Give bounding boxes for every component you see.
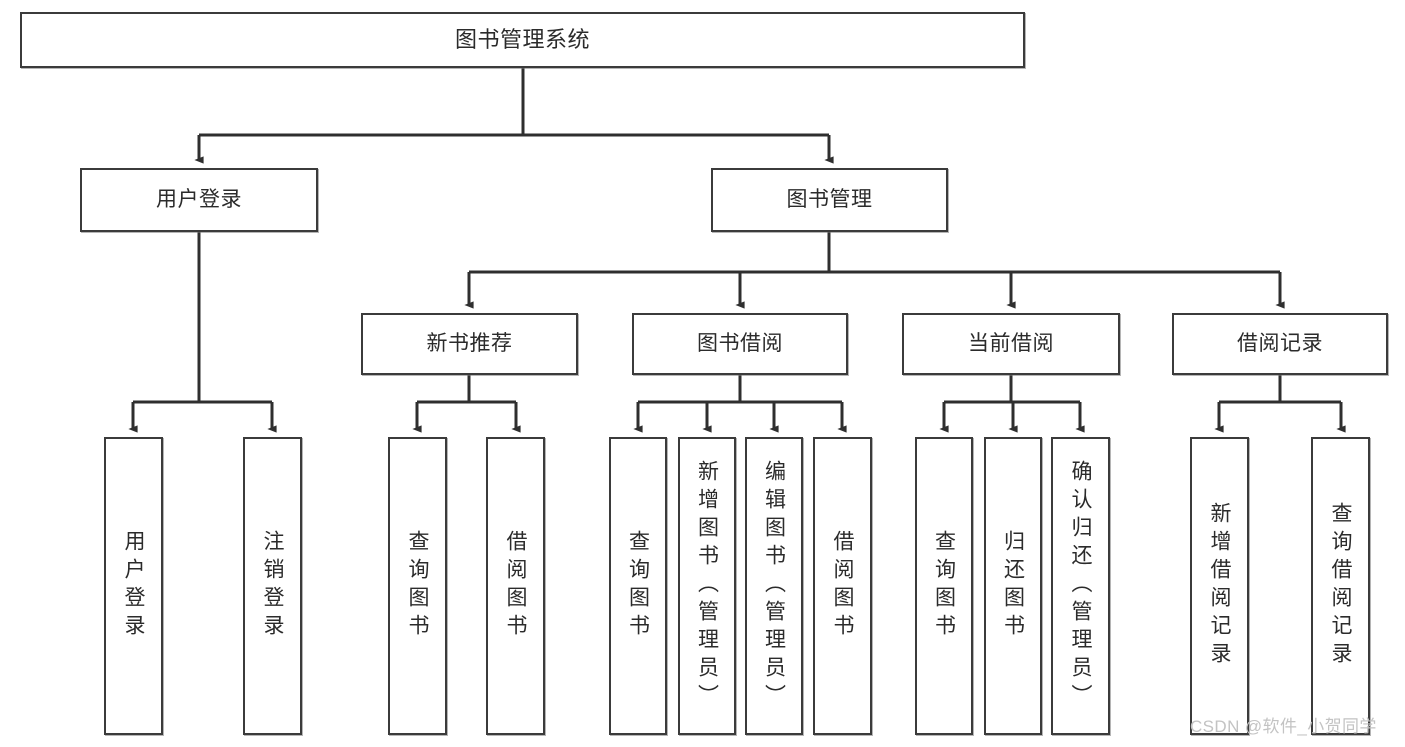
- node-label: 借阅图书: [831, 530, 854, 642]
- node-label: 用户登录: [156, 187, 242, 211]
- node-label: 图书管理系统: [454, 27, 590, 53]
- leaf-node-leaf-query-book-1[interactable]: 查询图书: [388, 437, 447, 735]
- node-book-borrow[interactable]: 图书借阅: [632, 313, 848, 375]
- leaf-node-leaf-edit-book[interactable]: 编辑图书（管理员）: [745, 437, 803, 735]
- node-label: 查询借阅记录: [1329, 502, 1352, 670]
- leaf-node-leaf-confirm-return[interactable]: 确认归还（管理员）: [1051, 437, 1110, 735]
- node-current-borrow[interactable]: 当前借阅: [902, 313, 1120, 375]
- node-new-book-rec[interactable]: 新书推荐: [361, 313, 578, 375]
- node-label: 当前借阅: [968, 331, 1054, 355]
- leaf-node-leaf-logout[interactable]: 注销登录: [243, 437, 302, 735]
- node-root[interactable]: 图书管理系统: [20, 12, 1025, 68]
- csdn-watermark: CSDN @软件_小贺同学: [1190, 717, 1377, 736]
- node-label: 查询图书: [932, 530, 956, 642]
- node-label: 图书借阅: [697, 331, 783, 355]
- node-label: 新增借阅记录: [1208, 502, 1231, 670]
- node-label: 借阅图书: [504, 530, 527, 642]
- leaf-node-leaf-add-book[interactable]: 新增图书（管理员）: [678, 437, 736, 735]
- node-label: 确认归还（管理员）: [1069, 460, 1092, 712]
- leaf-node-leaf-return-book[interactable]: 归还图书: [984, 437, 1042, 735]
- leaf-node-leaf-borrow-book-1[interactable]: 借阅图书: [486, 437, 545, 735]
- node-label: 查询图书: [626, 530, 650, 642]
- node-user-login[interactable]: 用户登录: [80, 168, 318, 232]
- node-label: 新书推荐: [426, 331, 513, 355]
- node-label: 用户登录: [122, 530, 145, 642]
- leaf-node-leaf-add-record[interactable]: 新增借阅记录: [1190, 437, 1249, 735]
- leaf-node-leaf-user-login[interactable]: 用户登录: [104, 437, 163, 735]
- node-book-manage[interactable]: 图书管理: [711, 168, 948, 232]
- leaf-node-leaf-query-book-3[interactable]: 查询图书: [915, 437, 973, 735]
- leaf-node-leaf-query-record[interactable]: 查询借阅记录: [1311, 437, 1370, 735]
- node-label: 编辑图书（管理员）: [762, 460, 786, 712]
- leaf-node-leaf-borrow-book-2[interactable]: 借阅图书: [813, 437, 872, 735]
- node-label: 归还图书: [1001, 530, 1025, 642]
- node-label: 借阅记录: [1237, 331, 1323, 355]
- node-label: 图书管理: [786, 187, 873, 211]
- node-borrow-record[interactable]: 借阅记录: [1172, 313, 1388, 375]
- node-label: 新增图书（管理员）: [695, 460, 719, 712]
- node-label: 查询图书: [406, 530, 429, 642]
- node-label: 注销登录: [261, 530, 284, 642]
- leaf-node-leaf-query-book-2[interactable]: 查询图书: [609, 437, 667, 735]
